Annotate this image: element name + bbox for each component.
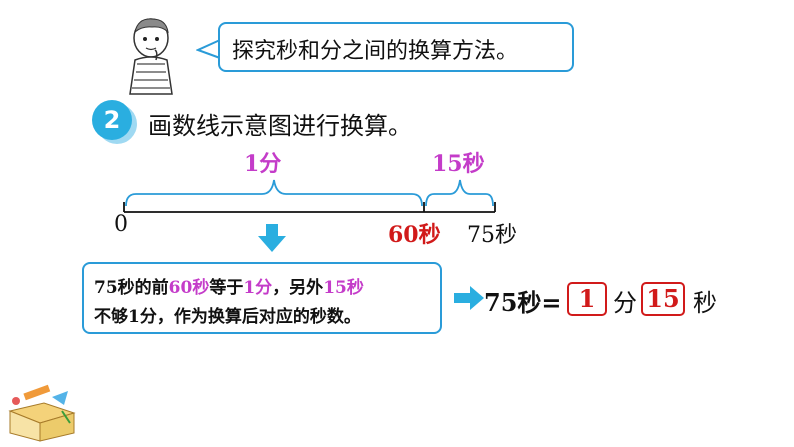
explanation-box <box>82 262 442 334</box>
highlight-sixty-seconds: 60秒 <box>168 278 210 298</box>
highlight-one-minute: 1分 <box>243 278 273 298</box>
right-arrow-icon <box>454 286 484 310</box>
bubble-text: 探究秒和分之间的换算方法。 <box>232 39 519 64</box>
down-arrow-icon <box>258 224 286 252</box>
unit-seconds: 秒 <box>693 289 717 317</box>
explanation-line-1: 75秒的前60秒等于1分，另外15秒 <box>94 273 364 298</box>
result-left: 75秒= <box>484 288 562 317</box>
step-title: 画数线示意图进行换算。 <box>148 112 412 140</box>
label-seventy-five-seconds: 75秒 <box>467 223 517 248</box>
highlight-fifteen-seconds: 15秒 <box>323 278 364 298</box>
brace-one-minute <box>125 179 423 207</box>
unit-minutes: 分 <box>613 289 637 317</box>
label-fifteen-seconds: 15秒 <box>432 151 485 177</box>
answer-minutes-box: 1 <box>567 282 607 316</box>
text-part: 75秒的前 <box>94 278 169 298</box>
brace-fifteen-seconds <box>425 179 494 207</box>
speech-bubble <box>218 22 574 72</box>
boy-thinking-icon <box>129 18 173 95</box>
stationery-icon <box>8 384 76 442</box>
label-one-minute: 1分 <box>244 151 282 177</box>
answer-seconds-box: 15 <box>641 282 685 316</box>
label-zero: 0 <box>114 212 128 237</box>
bubble-tail <box>196 39 221 59</box>
label-sixty-seconds: 60秒 <box>388 222 441 248</box>
step-badge: 2 <box>92 100 132 140</box>
explanation-line-2: 不够1分，作为换算后对应的秒数。 <box>94 307 361 327</box>
text-part: 等于 <box>209 278 244 298</box>
text-part: ，另外 <box>272 278 324 298</box>
